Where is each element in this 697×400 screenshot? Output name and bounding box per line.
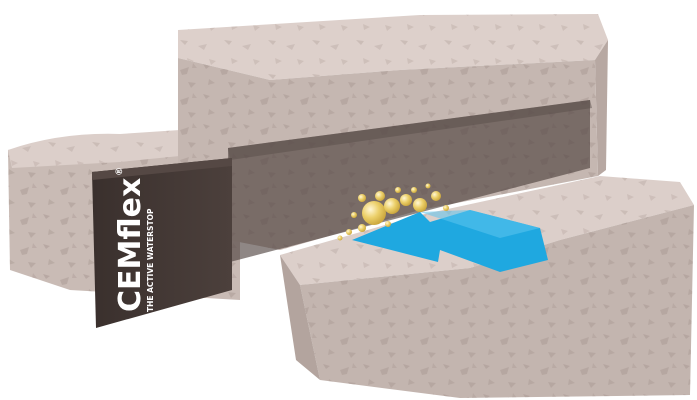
brand-tagline: THE ACTIVE WATERSTOP bbox=[146, 208, 155, 312]
registered-mark: ® bbox=[115, 167, 125, 176]
brand-name: CEMflex bbox=[113, 178, 148, 312]
